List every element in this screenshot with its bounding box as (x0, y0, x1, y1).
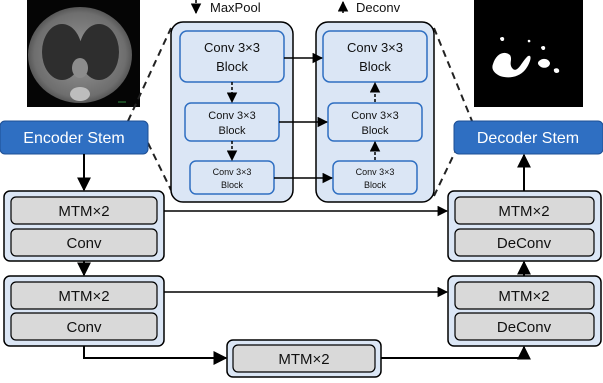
segmentation-mask-image (474, 0, 583, 107)
deconv-legend: Deconv (337, 0, 401, 15)
svg-text:Conv 3×3: Conv 3×3 (347, 40, 403, 55)
mtm-label: MTM×2 (498, 288, 549, 305)
encoder-stem-label: Encoder Stem (23, 130, 124, 147)
decoder-stage-1: MTM×2 DeConv (447, 190, 602, 262)
decoder-stem-label: Decoder Stem (477, 130, 579, 147)
svg-text:Conv 3×3: Conv 3×3 (208, 110, 255, 122)
encoder-stage-2: MTM×2 Conv (3, 275, 165, 347)
conv-label: Conv (66, 319, 102, 336)
mtm-label: MTM×2 (58, 203, 109, 220)
zoom-line (433, 27, 473, 122)
svg-text:Conv 3×3: Conv 3×3 (351, 110, 398, 122)
encoder-stage-1: MTM×2 Conv (3, 190, 165, 262)
svg-text:Conv 3×3: Conv 3×3 (204, 40, 260, 55)
encoder-stem: Encoder Stem (0, 120, 149, 155)
svg-text:Conv 3×3: Conv 3×3 (356, 167, 395, 177)
mtm-label: MTM×2 (278, 351, 329, 368)
bottleneck-block: MTM×2 (226, 339, 382, 378)
svg-text:Block: Block (362, 125, 389, 137)
conv-block-up-1: Conv 3×3 Block (322, 30, 428, 83)
svg-text:Block: Block (359, 59, 391, 74)
svg-text:Block: Block (216, 59, 248, 74)
conv-block-down-2: Conv 3×3 Block (184, 102, 280, 142)
conv-block-up-3: Conv 3×3 Block (332, 160, 418, 195)
maxpool-label: MaxPool (210, 0, 261, 15)
zoom-line (127, 27, 172, 122)
svg-text:Conv 3×3: Conv 3×3 (213, 167, 252, 177)
zoom-line (147, 142, 172, 191)
conv-block-up-2: Conv 3×3 Block (327, 102, 423, 142)
mtm-label: MTM×2 (498, 203, 549, 220)
conv-label: Conv (66, 235, 102, 252)
svg-text:Block: Block (219, 125, 246, 137)
flow-arrow (83, 346, 228, 365)
deconv-label: DeConv (497, 235, 552, 252)
deconv-label: DeConv (497, 319, 552, 336)
deconv-label: Deconv (356, 0, 401, 15)
svg-text:Block: Block (364, 180, 387, 190)
flow-arrow (381, 345, 531, 360)
mtm-label: MTM×2 (58, 288, 109, 305)
conv-block-down-1: Conv 3×3 Block (179, 30, 285, 83)
zoom-line (433, 149, 457, 197)
decoder-stem: Decoder Stem (453, 120, 603, 155)
svg-text:Block: Block (221, 180, 244, 190)
conv-block-down-3: Conv 3×3 Block (189, 160, 275, 195)
ct-scan-image (27, 0, 140, 107)
decoder-stage-2: MTM×2 DeConv (447, 275, 602, 347)
maxpool-legend: MaxPool (190, 0, 261, 15)
